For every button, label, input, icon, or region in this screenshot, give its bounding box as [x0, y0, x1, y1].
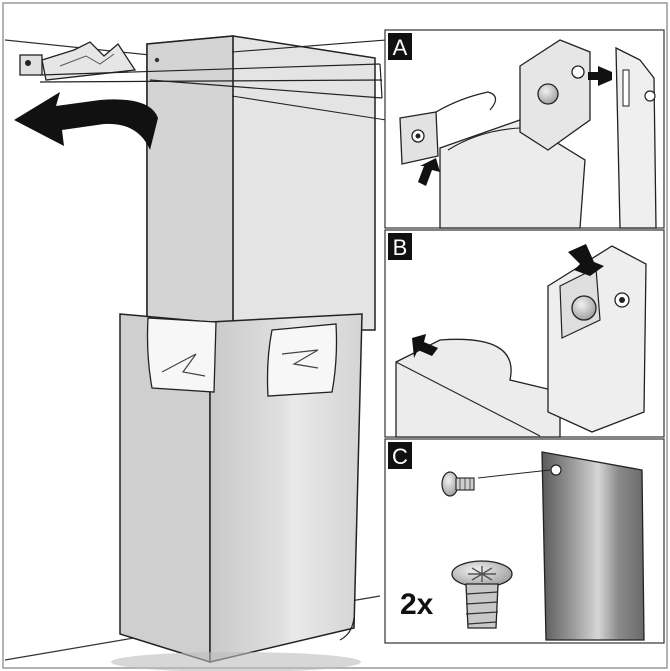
detail-panel-a: A	[384, 29, 665, 229]
push-arrow-icon	[588, 66, 612, 86]
push-arrow-icon	[418, 158, 440, 186]
panel-b-letter: B	[393, 235, 408, 260]
panel-c-letter: C	[392, 444, 408, 469]
detail-panel-b: B	[384, 229, 665, 438]
mounting-bracket	[19, 39, 387, 121]
screw-icon	[441, 471, 475, 497]
tape-strip-left	[146, 317, 217, 393]
tape-strip-right	[266, 323, 338, 397]
screw-icon	[451, 560, 513, 629]
lower-duct	[111, 313, 363, 671]
main-scene	[4, 35, 387, 671]
push-arrow-icon	[412, 334, 438, 358]
panel-a-badge	[388, 33, 412, 60]
screw-quantity-label: 2x	[400, 588, 434, 621]
panel-b-badge	[388, 233, 412, 260]
panel-c-badge	[388, 442, 412, 469]
curved-left-arrow-icon	[14, 92, 158, 150]
detail-panel-c: C 2x	[384, 438, 665, 644]
push-arrow-icon	[568, 244, 604, 276]
panel-a-letter: A	[393, 35, 408, 60]
